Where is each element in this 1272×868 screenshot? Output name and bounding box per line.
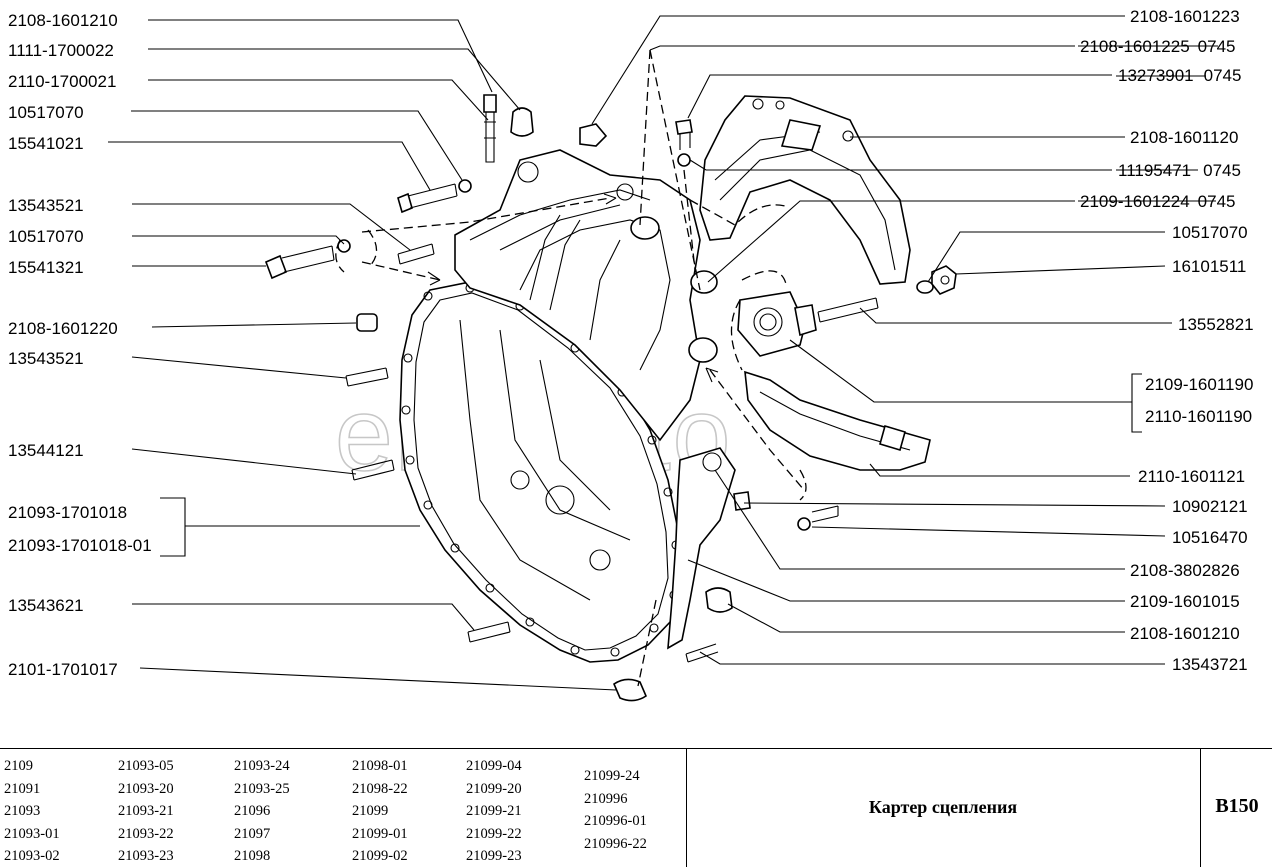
sleeve-2108-1601210 [705, 587, 733, 613]
model-item: 21093-25 [234, 780, 290, 797]
flange-2109-1601190 [737, 291, 817, 357]
label-r17: 13543721 [1172, 655, 1248, 674]
model-item: 210996-01 [584, 813, 647, 830]
label-r7: 10517070 [1172, 223, 1248, 242]
label-l3: 2110-1700021 [8, 72, 116, 91]
model-column-4: 21098-01 21098-22 21099 21099-01 21099-0… [352, 755, 408, 868]
label-l8: 15541321 [8, 258, 84, 277]
nut-16101511 [931, 265, 957, 295]
model-item: 21093-05 [118, 758, 174, 774]
model-item: 21091 [4, 780, 41, 797]
washer-10517070-right [916, 280, 934, 294]
label-r16: 2108-1601210 [1130, 624, 1240, 643]
model-item: 21097 [234, 825, 271, 842]
bolt-15541321 [264, 239, 351, 280]
divider [686, 749, 687, 867]
bolt-10516470 [797, 505, 839, 531]
label-r10a: 2109-1601190 [1145, 375, 1253, 394]
model-item: 21099-20 [466, 780, 522, 797]
model-item: 21098-01 [352, 758, 408, 774]
model-item: 21099-04 [466, 758, 522, 774]
model-column-5: 21099-04 21099-20 21099-21 21099-22 2109… [466, 755, 522, 868]
stud-13544121 [351, 459, 395, 481]
shield-2108-1601120 [699, 95, 911, 285]
dowel-2108-1601220 [356, 313, 378, 332]
clutch-housing [264, 94, 839, 702]
label-l4: 10517070 [8, 103, 84, 122]
page-code: B150 [1215, 795, 1259, 817]
model-column-3: 21093-24 21093-25 21096 21097 21098 [234, 755, 290, 868]
label-l11: 13544121 [8, 441, 84, 460]
model-item: 210996 [584, 790, 628, 807]
label-l14: 2101-1701017 [8, 660, 118, 679]
stud-13543621 [467, 621, 511, 643]
model-item: 21093-01 [4, 825, 60, 842]
model-item: 21099-01 [352, 825, 408, 842]
model-item: 21093-02 [4, 848, 60, 865]
bushing-10902121 [733, 491, 751, 511]
label-l5: 15541021 [8, 134, 84, 153]
model-item: 21099-23 [466, 848, 522, 865]
label-r3-suffix: 0745 [1204, 66, 1242, 85]
model-item: 21093-21 [118, 803, 174, 820]
model-list: 2109 21091 21093 21093-01 21093-02 21093… [0, 749, 686, 867]
model-item: 21099-22 [466, 825, 522, 842]
model-item: 210996-22 [584, 835, 647, 852]
model-column-1: 2109 21091 21093 21093-01 21093-02 [4, 755, 60, 868]
bolt-13273901 [675, 119, 693, 167]
stud-13552821 [817, 297, 879, 323]
label-l2: 1111-1700022 [8, 41, 114, 60]
label-r8: 16101511 [1172, 257, 1246, 276]
label-l7: 10517070 [8, 227, 84, 246]
label-r6-suffix: 0745 [1198, 192, 1236, 211]
label-r14: 2108-3802826 [1130, 561, 1240, 580]
label-l12a: 21093-1701018 [8, 503, 127, 522]
label-l9: 2108-1601220 [8, 319, 118, 338]
label-r11: 2110-1601121 [1138, 467, 1245, 486]
label-l13: 13543621 [8, 596, 84, 615]
model-item: 21093-20 [118, 780, 174, 797]
model-item: 21093-23 [118, 848, 174, 865]
model-item: 21098 [234, 848, 271, 865]
label-l12b: 21093-1701018-01 [8, 536, 152, 555]
label-r5-suffix: 0745 [1203, 161, 1241, 180]
label-r4: 2108-1601120 [1130, 128, 1238, 147]
exploded-parts-diagram: elvcavto [8, 7, 1254, 702]
label-l6: 13543521 [8, 196, 84, 215]
stud-13543721 [685, 643, 719, 663]
model-column-6: 21099-24 210996 210996-01 210996-22 [584, 765, 647, 855]
stud-13543521 [345, 367, 389, 387]
model-item: 21099-02 [352, 848, 408, 865]
stud-13543521-upper [397, 243, 435, 265]
assembly-arrows [335, 49, 807, 687]
model-item: 21099 [352, 803, 389, 820]
label-r13: 10516470 [1172, 528, 1248, 547]
label-r1: 2108-1601223 [1130, 7, 1240, 26]
model-item: 21098-22 [352, 780, 408, 797]
label-r15: 2109-1601015 [1130, 592, 1240, 611]
left-labels: 2108-1601210 1111-1700022 2110-1700021 1… [8, 11, 152, 679]
model-item: 21093 [4, 803, 41, 820]
page-title: Картер сцепления [868, 797, 1018, 817]
model-item: 21099-21 [466, 803, 522, 820]
model-item: 21093-24 [234, 758, 290, 774]
leader-lines [108, 15, 1172, 691]
label-r9: 13552821 [1178, 315, 1254, 334]
label-r10b: 2110-1601190 [1145, 407, 1252, 426]
model-item: 21099-24 [584, 768, 640, 784]
label-l1: 2108-1601210 [8, 11, 118, 30]
shield-2110-1601121 [744, 370, 931, 471]
model-item: 21096 [234, 803, 271, 820]
model-item: 21093-22 [118, 825, 174, 842]
divider [1200, 749, 1201, 867]
label-r12: 10902121 [1172, 497, 1248, 516]
model-column-2: 21093-05 21093-20 21093-21 21093-22 2109… [118, 755, 174, 868]
sleeve-2101-1701017 [613, 678, 647, 702]
model-item: 2109 [4, 758, 33, 774]
bolt-15541021 [397, 179, 472, 214]
footer-table: 2109 21091 21093 21093-01 21093-02 21093… [0, 748, 1272, 867]
label-l10: 13543521 [8, 349, 84, 368]
